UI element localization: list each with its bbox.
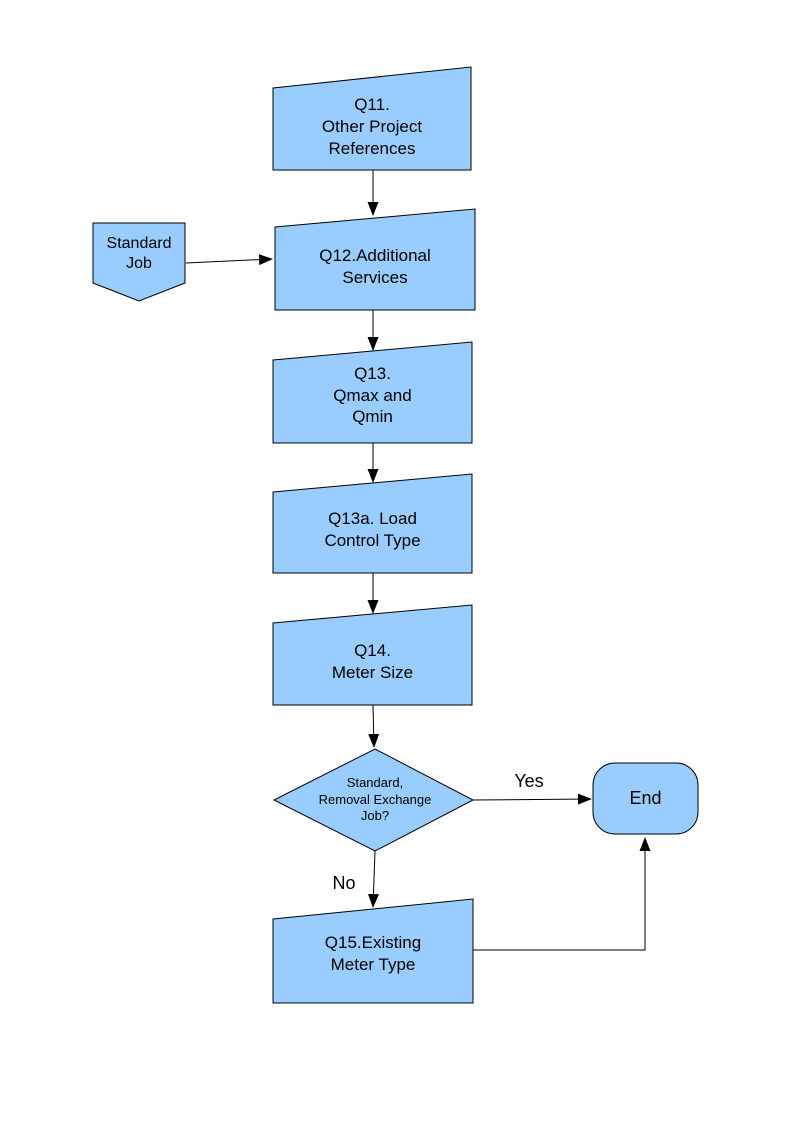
decision-shape bbox=[272, 748, 475, 852]
standard-job-shape bbox=[92, 222, 186, 302]
end-shape bbox=[592, 762, 699, 835]
edge-decision-yes-to-end bbox=[472, 793, 592, 805]
q12-shape bbox=[274, 208, 476, 311]
q14-shape bbox=[272, 604, 473, 706]
edge-q14-to-decision bbox=[368, 704, 380, 748]
edge-q15-to-end bbox=[473, 837, 651, 951]
q15-shape bbox=[272, 898, 474, 1004]
q11-shape bbox=[272, 66, 472, 171]
q13a-shape bbox=[272, 473, 473, 574]
edge-standardjob-to-q12 bbox=[185, 254, 273, 266]
edge-decision-no-to-q15 bbox=[367, 850, 379, 908]
q13-shape bbox=[272, 341, 473, 444]
